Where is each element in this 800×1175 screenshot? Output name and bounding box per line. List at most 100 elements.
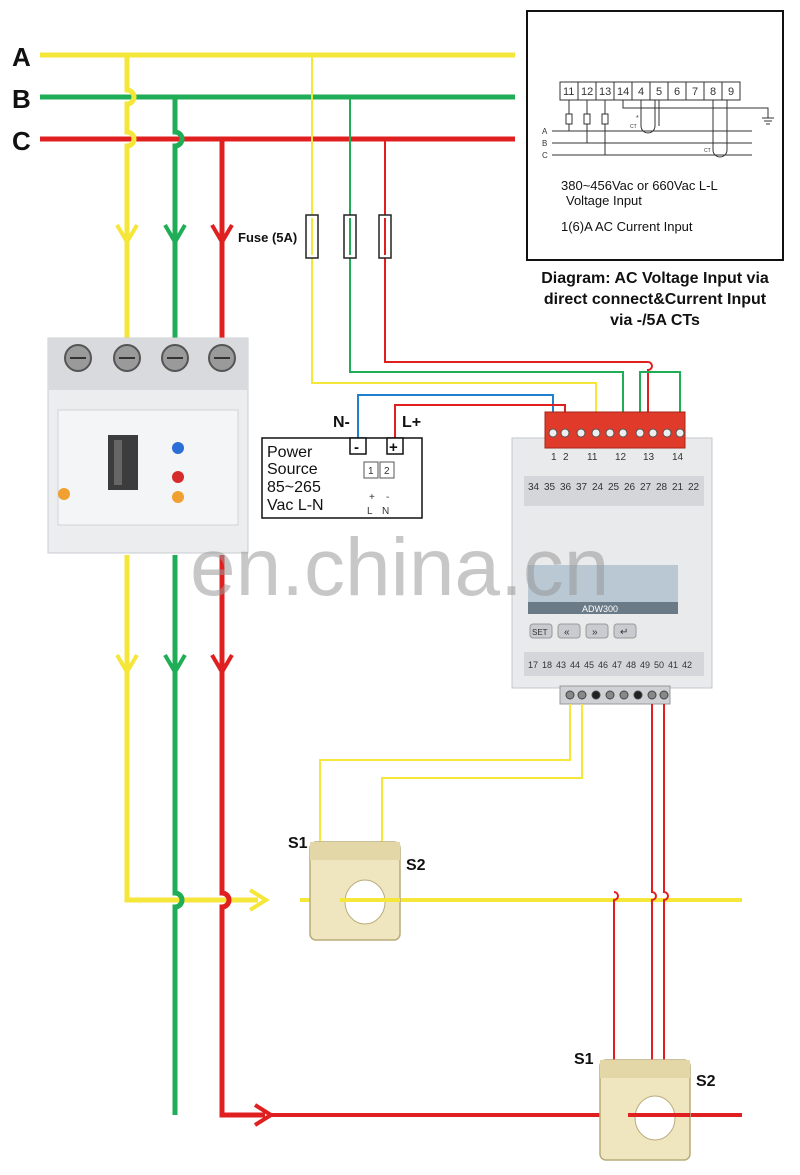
row-bot-17: 17 — [528, 660, 538, 670]
current-transformer-upper — [309, 841, 401, 941]
inset-schematic: 11 12 13 14 4 5 6 7 8 9 A B C — [526, 10, 784, 261]
inset-term-11: 11 — [563, 86, 574, 98]
inset-ct-c — [712, 100, 728, 158]
row-top-28: 28 — [656, 482, 668, 493]
ct2-s2-wire — [663, 704, 669, 1070]
top-screw-3 — [576, 428, 586, 438]
power-sub-plus: + — [369, 492, 375, 503]
breaker-test-orange[interactable] — [172, 491, 184, 503]
row-bot-49: 49 — [640, 660, 650, 670]
top-screw-6 — [618, 428, 628, 438]
row-bot-42: 42 — [682, 660, 692, 670]
row-bot-44: 44 — [570, 660, 580, 670]
inset-voltage-line1: 380~456Vac or 660Vac L-L — [561, 178, 718, 193]
breaker-panel — [57, 409, 239, 526]
phase-bus-lines — [40, 52, 515, 142]
inset-term-4: 4 — [638, 86, 644, 98]
power-plus-sign: + — [389, 439, 398, 456]
power-n-label: N- — [333, 414, 350, 431]
power-l-wire — [394, 404, 566, 438]
breaker-handle-shine — [114, 440, 122, 485]
meter-btn-right[interactable] — [585, 623, 609, 639]
breaker-screws — [64, 344, 236, 372]
meter-model-bar — [528, 602, 678, 614]
power-minus-box — [349, 437, 367, 455]
row-top-37: 37 — [576, 482, 588, 493]
row-bot-41: 41 — [668, 660, 678, 670]
inset-row-b: B — [542, 139, 547, 148]
meter-row-top-labels: 34 35 36 37 24 25 26 27 28 21 22 — [528, 482, 700, 493]
power-term2: 2 — [384, 466, 390, 477]
ct-lower-top — [600, 1060, 690, 1078]
breaker-handle[interactable] — [108, 435, 138, 490]
ct-screw-2 — [577, 690, 587, 700]
power-sub-l: L — [367, 506, 373, 517]
caption-line3: via -/5A CTs — [610, 312, 700, 329]
breaker-feed-wires — [115, 55, 234, 345]
current-transformer-lower — [599, 1059, 691, 1161]
inset-fuse-1 — [565, 113, 573, 125]
row-top-36: 36 — [560, 482, 572, 493]
power-l-label: L+ — [402, 414, 421, 431]
power-line3: 85~265 — [267, 479, 321, 496]
meter-terminal-row-top — [524, 476, 704, 506]
ct-screw-6 — [633, 690, 643, 700]
meter-btn-enter[interactable] — [613, 623, 637, 639]
inset-voltage-line2: Voltage Input — [566, 193, 642, 208]
meter-btn-set[interactable] — [529, 623, 553, 639]
meter-btn-left-label: « — [564, 627, 570, 638]
inset-term-8: 8 — [710, 86, 716, 98]
inset-term-7: 7 — [692, 86, 698, 98]
meter-btn-left[interactable] — [557, 623, 581, 639]
sense-c — [384, 139, 653, 412]
phase-a-drop — [124, 55, 137, 345]
row-top-35: 35 — [544, 482, 556, 493]
power-source — [261, 394, 566, 519]
ct-upper-top — [310, 842, 400, 860]
ct-screw-7 — [647, 690, 657, 700]
top-screw-10 — [675, 428, 685, 438]
inset-term-13: 13 — [599, 86, 611, 98]
inset-terminal-strip — [559, 81, 741, 101]
ct-lower-s2: S2 — [696, 1073, 716, 1090]
inset-term-6: 6 — [674, 86, 680, 98]
inset-row-c: C — [542, 151, 548, 160]
meter-top-term-12: 12 — [615, 452, 627, 463]
top-screw-7 — [635, 428, 645, 438]
top-screw-5 — [605, 428, 615, 438]
ct1-s2-wire — [381, 704, 583, 842]
inset-ct1-label: CT — [630, 124, 637, 130]
phase-b-label: B — [12, 84, 31, 114]
ct-lower-hole — [634, 1095, 676, 1141]
top-screw-9 — [662, 428, 672, 438]
row-top-21: 21 — [672, 482, 684, 493]
phase-c-label: C — [12, 126, 31, 156]
power-term1-box — [363, 461, 379, 479]
circuit-breaker — [47, 337, 249, 554]
ct-screw-8 — [659, 690, 669, 700]
meter-buttons: SET « » ↵ — [529, 623, 637, 639]
ct-screw-1 — [565, 690, 575, 700]
meter-btn-enter-label: ↵ — [620, 627, 628, 638]
arrow-b-down — [163, 223, 187, 246]
row-bot-45: 45 — [584, 660, 594, 670]
inset-fuse-2 — [583, 113, 591, 125]
top-screw-8 — [648, 428, 658, 438]
ct1-s1-wire — [319, 704, 571, 842]
ct-lower-s1: S1 — [574, 1051, 594, 1068]
meter-adw300: 1 2 11 12 13 14 34 35 36 37 24 25 26 27 … — [511, 411, 713, 705]
row-bot-43: 43 — [556, 660, 566, 670]
ct-screw-3 — [591, 690, 601, 700]
meter-top-term-2: 2 — [563, 452, 569, 463]
ct2-s1-drop — [613, 891, 619, 1060]
inset-current: 1(6)A AC Current Input — [561, 219, 693, 234]
breaker-test-blue[interactable] — [172, 442, 184, 454]
power-line1: Power — [267, 444, 313, 461]
row-bot-18: 18 — [542, 660, 552, 670]
row-bot-46: 46 — [598, 660, 608, 670]
inset-ct2-label: CT — [704, 148, 711, 154]
breaker-test-red[interactable] — [172, 471, 184, 483]
ct-upper-s1: S1 — [288, 835, 308, 852]
power-n-wire — [357, 394, 554, 438]
